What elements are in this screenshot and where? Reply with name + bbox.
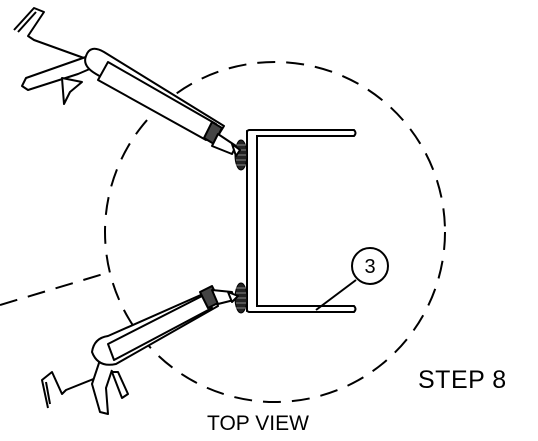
channel-part (246, 129, 357, 313)
view-label: TOP VIEW (207, 412, 309, 435)
detail-leader-line (0, 271, 111, 306)
callout-number: 3 (364, 256, 375, 278)
detail-circle (104, 61, 446, 403)
callout-leader (315, 279, 357, 311)
step-label: STEP 8 (418, 366, 507, 394)
callout-balloon (351, 247, 389, 285)
caulk-gun-upper (13, 7, 241, 157)
caulk-gun-lower (41, 285, 239, 415)
